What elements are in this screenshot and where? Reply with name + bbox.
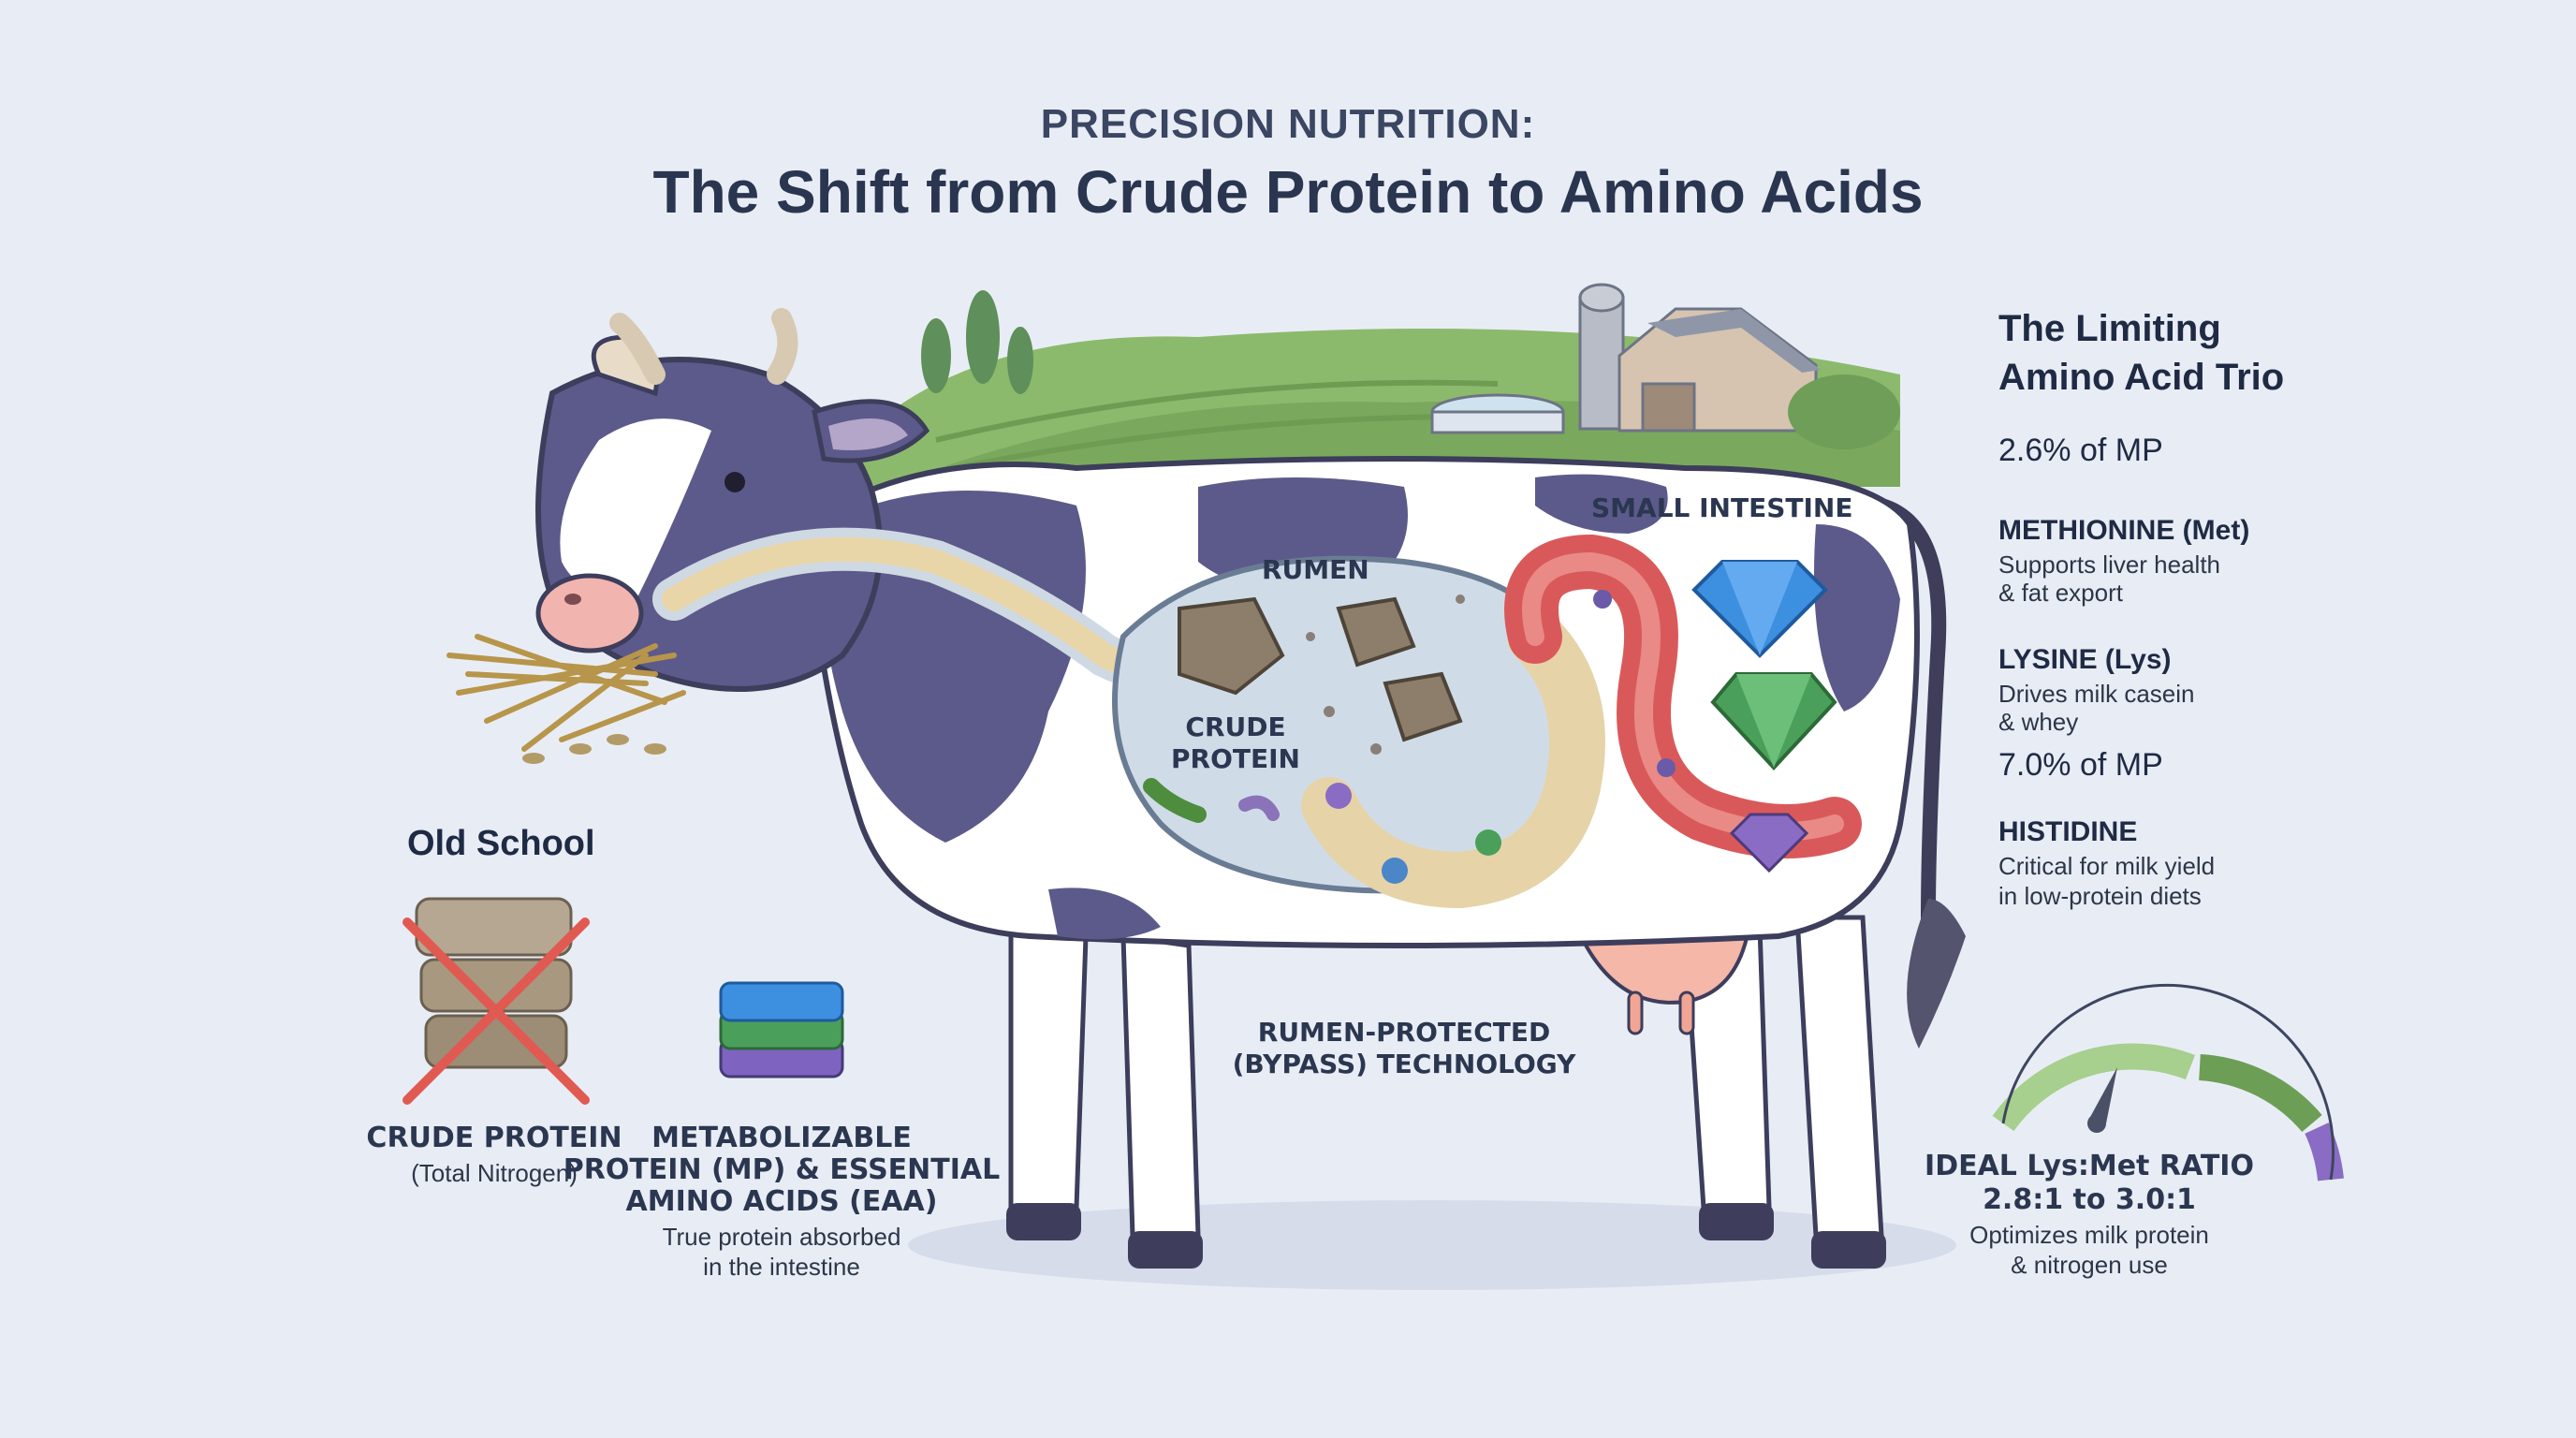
tree xyxy=(1007,327,1033,394)
lysine-title: LYSINE (Lys) xyxy=(1998,644,2172,675)
cow-tail xyxy=(1874,498,1947,925)
crude-protein-label-line2: PROTEIN xyxy=(1171,743,1300,774)
tree xyxy=(921,318,951,393)
crude-protein-stack-icon xyxy=(402,897,590,1105)
lysine-desc-line1: Drives milk casein xyxy=(1998,680,2195,708)
value-2-6-mp: 2.6% of MP xyxy=(1998,433,2163,468)
trio-heading-line2: Amino Acid Trio xyxy=(1998,357,2285,398)
ratio-desc-line2: & nitrogen use xyxy=(2011,1251,2168,1279)
ratio-desc-line1: Optimizes milk protein xyxy=(1969,1221,2209,1249)
mp-eaa-layers-icon xyxy=(719,981,844,1078)
trio-heading-line1: The Limiting xyxy=(1998,308,2221,349)
rumen-label: RUMEN xyxy=(1262,554,1369,585)
cow-head xyxy=(535,308,930,692)
crude-protein-chunks xyxy=(1178,596,1463,742)
histidine-desc-line1: Critical for milk yield xyxy=(1998,852,2216,880)
ratio-gauge-icon xyxy=(1992,983,2344,1181)
value-7-0-mp: 7.0% of MP xyxy=(1998,747,2163,783)
horn xyxy=(767,308,798,385)
title-kicker: PRECISION NUTRITION: xyxy=(1040,101,1536,147)
bypass-label-line1: RUMEN-PROTECTED xyxy=(1257,1017,1551,1048)
lysine-gem-icon xyxy=(1710,672,1837,770)
bypass-intestine xyxy=(1301,609,1605,909)
small-intestine-label: SMALL INTESTINE xyxy=(1591,492,1853,523)
histidine-title: HISTIDINE xyxy=(1998,816,2138,847)
page-title: The Shift from Crude Protein to Amino Ac… xyxy=(652,158,1924,226)
methionine-desc-line1: Supports liver health xyxy=(1998,550,2221,579)
methionine-gem-icon xyxy=(1691,560,1828,658)
horn xyxy=(609,313,666,385)
tree xyxy=(966,290,1000,384)
cow-eye xyxy=(724,472,745,492)
lysine-desc-line2: & whey xyxy=(1998,708,2079,736)
crude-protein-label-line1: CRUDE xyxy=(1185,712,1286,742)
mp-subtitle-line2: in the intestine xyxy=(703,1253,860,1281)
microbe xyxy=(1143,778,1280,823)
mp-subtitle-line1: True protein absorbed xyxy=(662,1223,901,1251)
methionine-title: METHIONINE (Met) xyxy=(1998,515,2250,546)
gem-icon xyxy=(1729,813,1809,873)
hay-bundle xyxy=(446,634,686,752)
crude-protein-title: CRUDE PROTEIN xyxy=(366,1122,622,1154)
ratio-value: 2.8:1 to 3.0:1 xyxy=(1983,1183,2196,1216)
cow-nose xyxy=(535,573,644,653)
mp-title-line3: AMINO ACIDS (EAA) xyxy=(625,1185,938,1218)
bypass-label-line2: (BYPASS) TECHNOLOGY xyxy=(1232,1049,1576,1079)
silo xyxy=(1578,296,1625,431)
methionine-desc-line2: & fat export xyxy=(1998,579,2123,607)
histidine-desc-line2: in low-protein diets xyxy=(1998,882,2202,910)
barn-icon xyxy=(1617,307,1821,433)
crude-protein-subtitle: (Total Nitrogen) xyxy=(411,1159,578,1187)
old-school-heading: Old School xyxy=(407,824,595,863)
ratio-title: IDEAL Lys:Met RATIO xyxy=(1925,1150,2254,1182)
mp-title-line2: PROTEIN (MP) & ESSENTIAL xyxy=(563,1153,1001,1186)
mp-title-line1: METABOLIZABLE xyxy=(651,1122,912,1154)
